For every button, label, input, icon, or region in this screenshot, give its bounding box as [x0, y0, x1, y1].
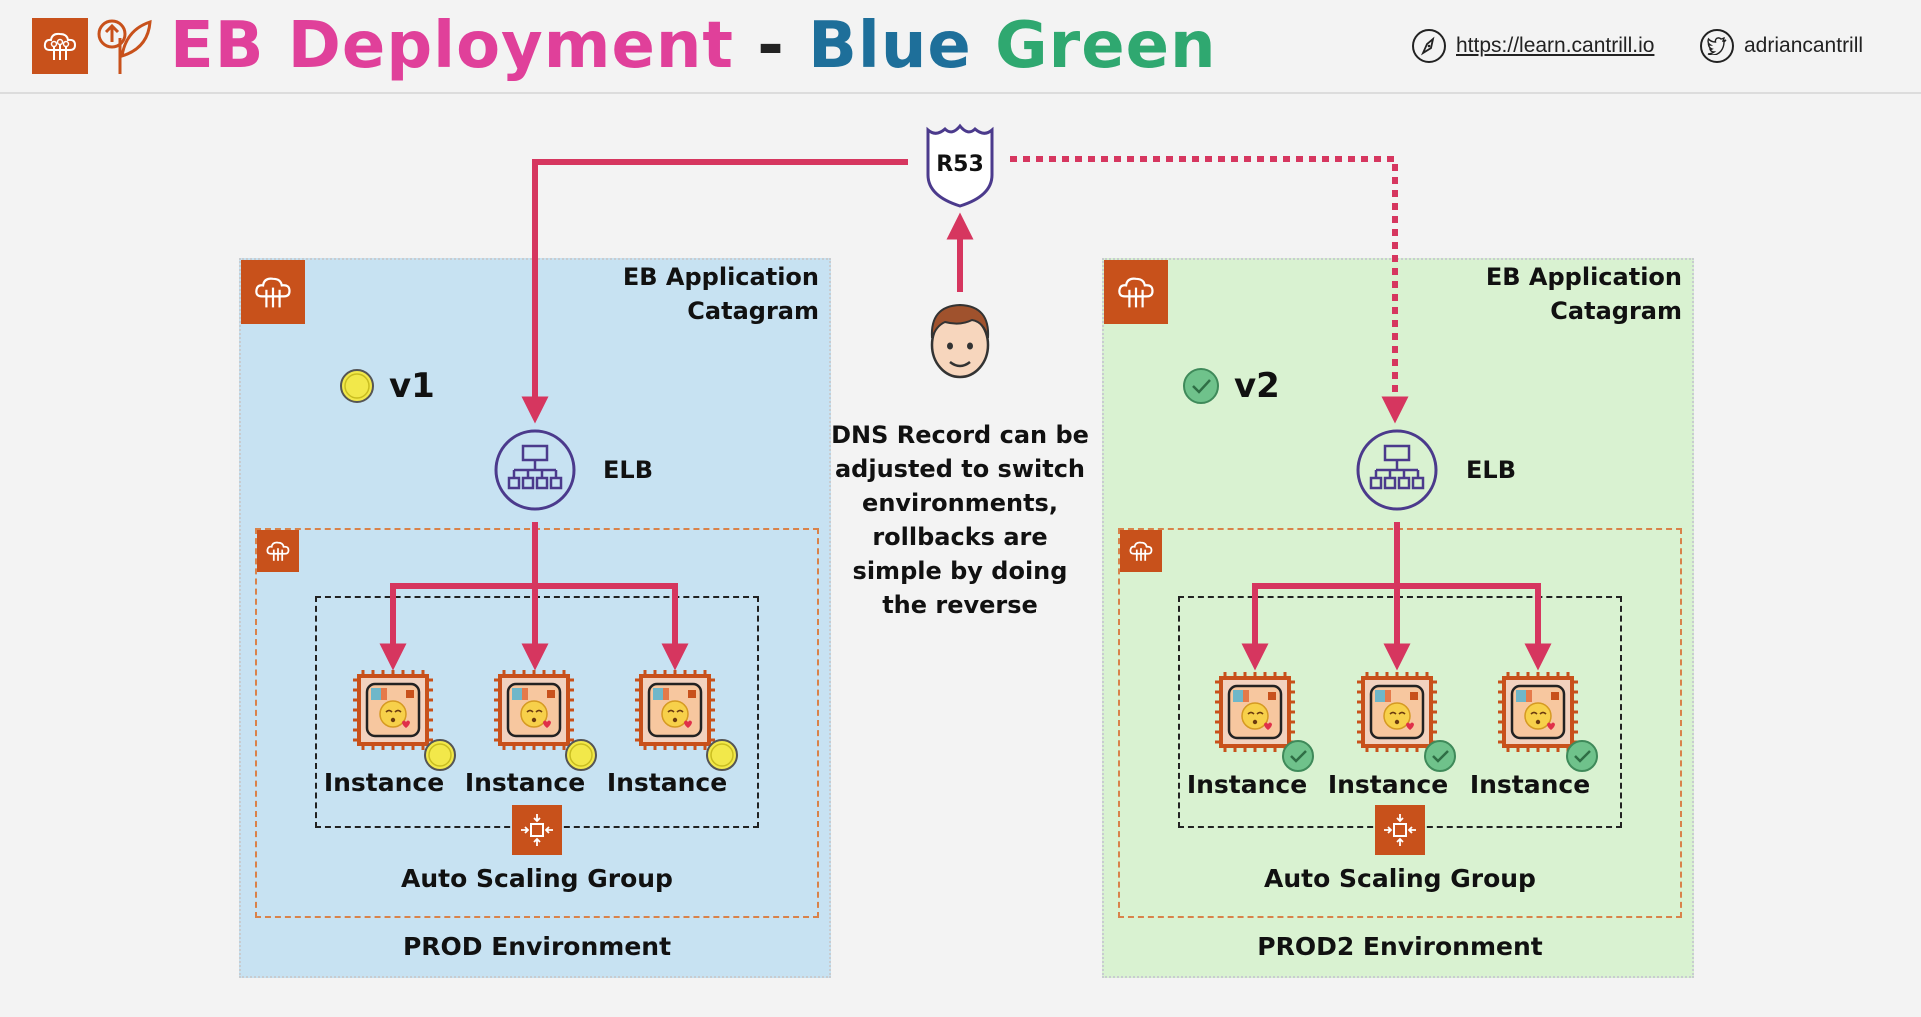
- ec2-instance-icon: [633, 668, 717, 752]
- environment-label: PROD2 Environment: [1257, 932, 1543, 961]
- version-label: v2: [1234, 366, 1280, 406]
- twitter-icon: [1700, 29, 1734, 63]
- eb-application-label: EB Application Catagram: [1486, 260, 1682, 328]
- elb-to-instance-arrow: [379, 583, 535, 671]
- yellow-coin-icon: [706, 739, 738, 771]
- auto-scaling-icon: [512, 805, 562, 855]
- dns-note-line: rollbacks are: [872, 523, 1048, 551]
- instance-label: Instance: [1327, 770, 1449, 799]
- title-part-blue: Blue: [808, 9, 972, 83]
- yellow-coin-icon: [424, 739, 456, 771]
- website-link[interactable]: https://learn.cantrill.io: [1456, 34, 1655, 57]
- active-dns-route-arrow: [521, 159, 908, 424]
- instance-label: Instance: [1186, 770, 1308, 799]
- twitter-link-group[interactable]: adriancantrill: [1700, 28, 1863, 64]
- app-label-line1: EB Application: [1485, 263, 1682, 291]
- elb-to-instance-arrow: [1397, 583, 1552, 671]
- user-avatar-icon: [930, 303, 990, 379]
- instance-label: Instance: [323, 768, 445, 797]
- elb-label: ELB: [603, 456, 653, 484]
- twitter-handle[interactable]: adriancantrill: [1744, 34, 1864, 57]
- elastic-beanstalk-logo-icon: [32, 18, 88, 74]
- app-label-line2: Catagram: [1550, 297, 1682, 325]
- environment-panel-prod2: EB Application Catagram v2 ELB Instance …: [1102, 258, 1694, 978]
- compass-icon: [1412, 29, 1446, 63]
- dns-note-line: environments,: [862, 489, 1058, 517]
- instance-label: Instance: [606, 768, 728, 797]
- auto-scaling-icon: [1375, 805, 1425, 855]
- elb-to-instance-arrow: [1241, 583, 1397, 671]
- elastic-beanstalk-icon: [241, 260, 305, 324]
- ec2-instance-icon: [1355, 670, 1439, 754]
- yellow-coin-icon: [340, 369, 374, 403]
- route53-label: R53: [936, 152, 984, 177]
- auto-scaling-group-label: Auto Scaling Group: [1264, 864, 1536, 893]
- standby-dns-route-arrow: [1010, 156, 1409, 424]
- title-part-green: Green: [995, 9, 1217, 83]
- elastic-beanstalk-small-icon: [1120, 530, 1162, 572]
- dns-note-line: DNS Record can be: [831, 421, 1089, 449]
- dns-explanation: DNS Record can be adjusted to switch env…: [830, 418, 1090, 622]
- sprout-icon: [94, 16, 152, 76]
- dns-note-line: adjusted to switch: [834, 455, 1086, 483]
- elastic-beanstalk-icon: [1104, 260, 1168, 324]
- version-indicator: v2: [1182, 366, 1280, 406]
- ec2-instance-icon: [492, 668, 576, 752]
- elb-icon: [1356, 429, 1438, 511]
- app-label-line1: EB Application: [622, 263, 819, 291]
- app-label-line2: Catagram: [687, 297, 819, 325]
- elb-icon: [494, 429, 576, 511]
- ec2-instance-icon: [351, 668, 435, 752]
- version-indicator: v1: [339, 366, 435, 406]
- yellow-coin-icon: [565, 739, 597, 771]
- green-check-icon: [1183, 368, 1219, 404]
- eb-application-label: EB Application Catagram: [623, 260, 819, 328]
- ec2-instance-icon: [1496, 670, 1580, 754]
- instance-label: Instance: [1469, 770, 1591, 799]
- elb-label: ELB: [1466, 456, 1516, 484]
- ec2-instance-icon: [1213, 670, 1297, 754]
- dns-note-line: simple by doing: [852, 557, 1068, 585]
- version-label: v1: [389, 366, 435, 406]
- green-check-icon: [1281, 739, 1315, 773]
- website-link-group[interactable]: https://learn.cantrill.io: [1412, 28, 1654, 64]
- dns-note-line: the reverse: [882, 591, 1038, 619]
- header: EB Deployment - Blue Green https://learn…: [0, 0, 1921, 94]
- page-title: EB Deployment - Blue Green: [170, 6, 1217, 86]
- elastic-beanstalk-small-icon: [257, 530, 299, 572]
- instance-label: Instance: [464, 768, 586, 797]
- title-separator: -: [757, 9, 785, 83]
- auto-scaling-group-label: Auto Scaling Group: [401, 864, 673, 893]
- green-check-icon: [1423, 739, 1457, 773]
- environment-label: PROD Environment: [402, 932, 672, 961]
- green-check-icon: [1565, 739, 1599, 773]
- elb-to-instance-arrow: [535, 583, 689, 671]
- title-part-eb-deployment: EB Deployment: [170, 9, 734, 83]
- route53-icon: [926, 123, 994, 208]
